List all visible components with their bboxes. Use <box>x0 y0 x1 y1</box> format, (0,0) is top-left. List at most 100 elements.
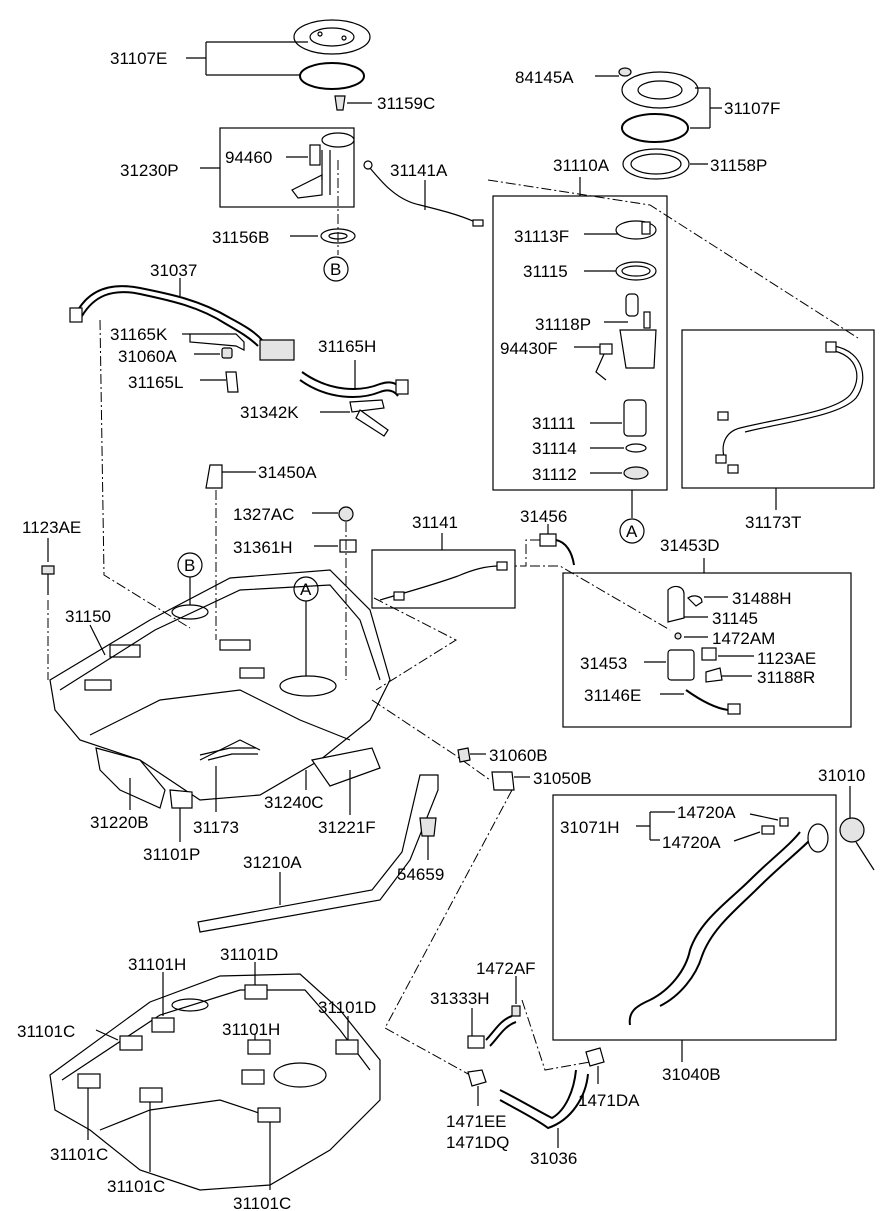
fuel-pump-assembly-box <box>492 195 668 491</box>
harness-31173 <box>199 747 258 761</box>
label-31101D-right: 31101D <box>318 998 376 1017</box>
label-31101C-left: 31101C <box>17 1022 75 1041</box>
valve-31342K <box>349 399 389 437</box>
label-1472AF: 1472AF <box>476 959 536 978</box>
label-31115: 31115 <box>523 262 568 281</box>
screw-31159C <box>334 95 346 111</box>
filler-neck-box <box>552 794 837 1041</box>
cap-84145A <box>618 67 632 77</box>
label-31036: 31036 <box>530 1149 577 1168</box>
fuel-cap-31010 <box>839 817 875 871</box>
label-31107E: 31107E <box>110 49 167 68</box>
callout-A-tank: A <box>300 580 312 599</box>
hose-31165L <box>225 371 239 393</box>
label-31145: 31145 <box>712 609 758 628</box>
bracket-31450A <box>205 464 223 489</box>
label-31111: 31111 <box>532 414 576 433</box>
wire-31141-box <box>371 549 516 609</box>
label-31240C: 31240C <box>264 793 324 812</box>
filler-neck-31040B <box>628 817 829 1026</box>
callout-B-tank: B <box>184 556 195 575</box>
grommet-54659 <box>419 817 437 837</box>
hose-31165H <box>299 371 409 398</box>
label-31230P: 31230P <box>120 161 179 180</box>
label-31050B: 31050B <box>533 769 592 788</box>
label-31159C: 31159C <box>377 94 435 113</box>
label-1471DQ: 1471DQ <box>446 1133 509 1152</box>
valve-assembly-box <box>562 572 852 728</box>
label-31110A: 31110A <box>553 156 610 175</box>
label-31060A: 31060A <box>118 347 177 366</box>
label-31146E: 31146E <box>584 686 641 705</box>
hose-31333H <box>467 1015 517 1049</box>
gasket-31158P <box>622 148 690 180</box>
label-31113F: 31113F <box>514 227 569 246</box>
clamp-1472AF <box>511 1005 521 1017</box>
hose-31037 <box>69 285 295 361</box>
label-31101C-bottom-right: 31101C <box>233 1194 291 1211</box>
label-31453: 31453 <box>580 654 627 673</box>
hose-31456 <box>539 533 575 566</box>
callout-B-top: B <box>330 260 341 279</box>
clip-31060A <box>221 347 233 359</box>
label-31333H: 31333H <box>430 989 490 1008</box>
label-31156B: 31156B <box>212 228 269 247</box>
label-31361H: 31361H <box>233 538 293 557</box>
label-94430F: 94430F <box>500 339 558 358</box>
label-31141A: 31141A <box>390 161 448 180</box>
hose-31036 <box>499 1069 589 1130</box>
clamp-1471DA <box>585 1047 605 1067</box>
label-31040B: 31040B <box>662 1065 721 1084</box>
label-31158P: 31158P <box>710 156 767 175</box>
label-31165K: 31165K <box>110 325 168 344</box>
label-31220B: 31220B <box>90 813 149 832</box>
label-31221F: 31221F <box>318 818 376 837</box>
label-1471EE: 1471EE <box>446 1112 507 1131</box>
label-31101H-mid: 31101H <box>222 1020 280 1039</box>
label-31165L: 31165L <box>128 373 183 392</box>
label-31101C-bottom-mid: 31101C <box>107 1177 165 1196</box>
label-1471DA: 1471DA <box>578 1091 640 1110</box>
label-31112: 31112 <box>532 465 577 484</box>
nut-1327AC <box>338 506 354 522</box>
fuel-pump-components <box>595 220 657 480</box>
clamp-1471EE <box>467 1069 487 1087</box>
label-31141: 31141 <box>412 513 458 532</box>
label-31456: 31456 <box>520 507 567 526</box>
wiring-harness-box <box>681 329 875 489</box>
label-31071H: 31071H <box>560 818 620 837</box>
wire-31141 <box>379 561 508 601</box>
label-84145A: 84145A <box>515 68 574 87</box>
label-31060B: 31060B <box>489 746 548 765</box>
label-31114: 31114 <box>532 439 577 458</box>
strap-31210A <box>197 774 439 933</box>
label-94460: 94460 <box>225 148 272 167</box>
label-31210A: 31210A <box>243 853 302 872</box>
label-31173T: 31173T <box>745 513 801 532</box>
label-31150: 31150 <box>65 607 111 626</box>
label-31450A: 31450A <box>258 463 317 482</box>
cover-plate-31107F <box>621 71 699 143</box>
insulation-pads <box>77 984 359 1123</box>
fuel-tank-lower <box>49 973 381 1191</box>
clip-31060B <box>457 747 471 763</box>
label-1472AM: 1472AM <box>712 629 775 648</box>
label-14720A-top: 14720A <box>677 803 736 822</box>
label-31101H-top: 31101H <box>128 955 186 974</box>
sender-unit-94460 <box>291 132 355 199</box>
label-31010: 31010 <box>818 766 865 785</box>
label-31107F: 31107F <box>724 99 780 118</box>
valve-assembly-parts <box>667 585 741 715</box>
wire-31141A <box>363 160 484 227</box>
label-1123AE-left: 1123AE <box>22 518 81 537</box>
label-54659: 54659 <box>397 865 444 884</box>
hose-31050B <box>491 771 515 791</box>
label-14720A-bot: 14720A <box>662 833 721 852</box>
label-31453D: 31453D <box>660 536 720 555</box>
label-31118P: 31118P <box>535 315 591 334</box>
label-31101D-top: 31101D <box>220 945 278 964</box>
label-31101C-bottom-left: 31101C <box>50 1145 108 1164</box>
label-1123AE-right: 1123AE <box>757 649 816 668</box>
pipe-31165K <box>189 333 245 351</box>
